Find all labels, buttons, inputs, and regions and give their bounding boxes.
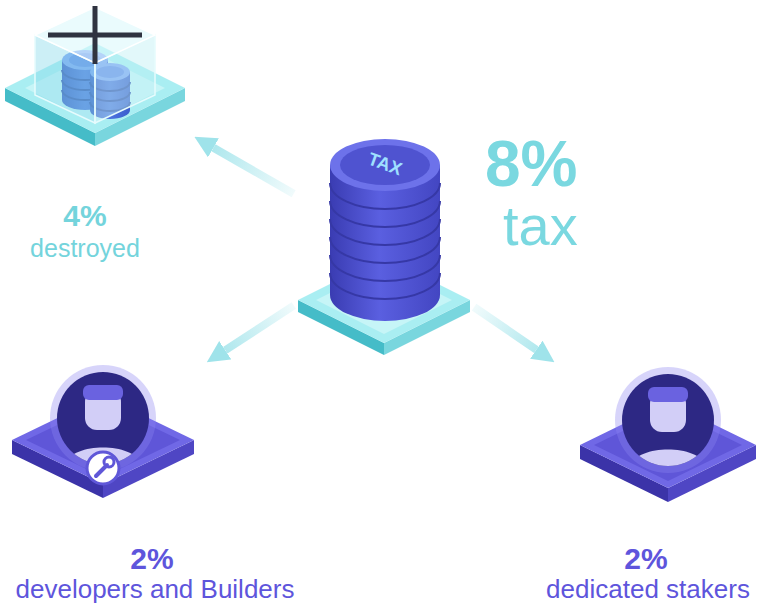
percent-value: 2% — [130, 544, 173, 574]
crosshair-symbol — [48, 6, 142, 64]
coin-label: TAX — [366, 150, 405, 179]
flow-arrow — [225, 305, 294, 350]
wrench-badge — [87, 452, 119, 484]
staker-avatar — [615, 367, 721, 473]
developer-avatar — [83, 385, 123, 400]
percent-value: 2% — [624, 544, 667, 574]
tax-coin-stack — [340, 145, 430, 185]
share-label: destroyed — [30, 236, 140, 261]
glass-cube — [35, 7, 155, 63]
staker-avatar — [615, 367, 721, 473]
share-label: dedicated stakers — [546, 576, 750, 602]
staker-avatar — [628, 450, 708, 473]
tax-coin-stack — [330, 183, 440, 299]
tax-node: TAX — [298, 135, 470, 350]
tax-rate: 8% — [485, 132, 578, 196]
developer-node: 2%developers and Builders — [0, 365, 310, 609]
wrench-badge — [104, 457, 114, 467]
staker-avatar — [628, 387, 708, 472]
crosshair-symbol — [93, 6, 98, 64]
percent-value: 4% — [63, 201, 106, 231]
flow-arrow — [474, 307, 536, 350]
wrench-badge — [87, 452, 119, 484]
staker-node: 2%dedicated stakers — [530, 365, 761, 609]
staker-avatar — [648, 387, 688, 402]
flow-arrow — [213, 148, 293, 194]
tax-coin-stack — [330, 139, 440, 191]
burn-node: 4% destroyed — [0, 0, 190, 268]
tax-word: tax — [503, 198, 578, 254]
glass-cube — [35, 7, 155, 123]
share-label: developers and Builders — [16, 576, 295, 602]
tax-coin-stack — [330, 139, 440, 321]
